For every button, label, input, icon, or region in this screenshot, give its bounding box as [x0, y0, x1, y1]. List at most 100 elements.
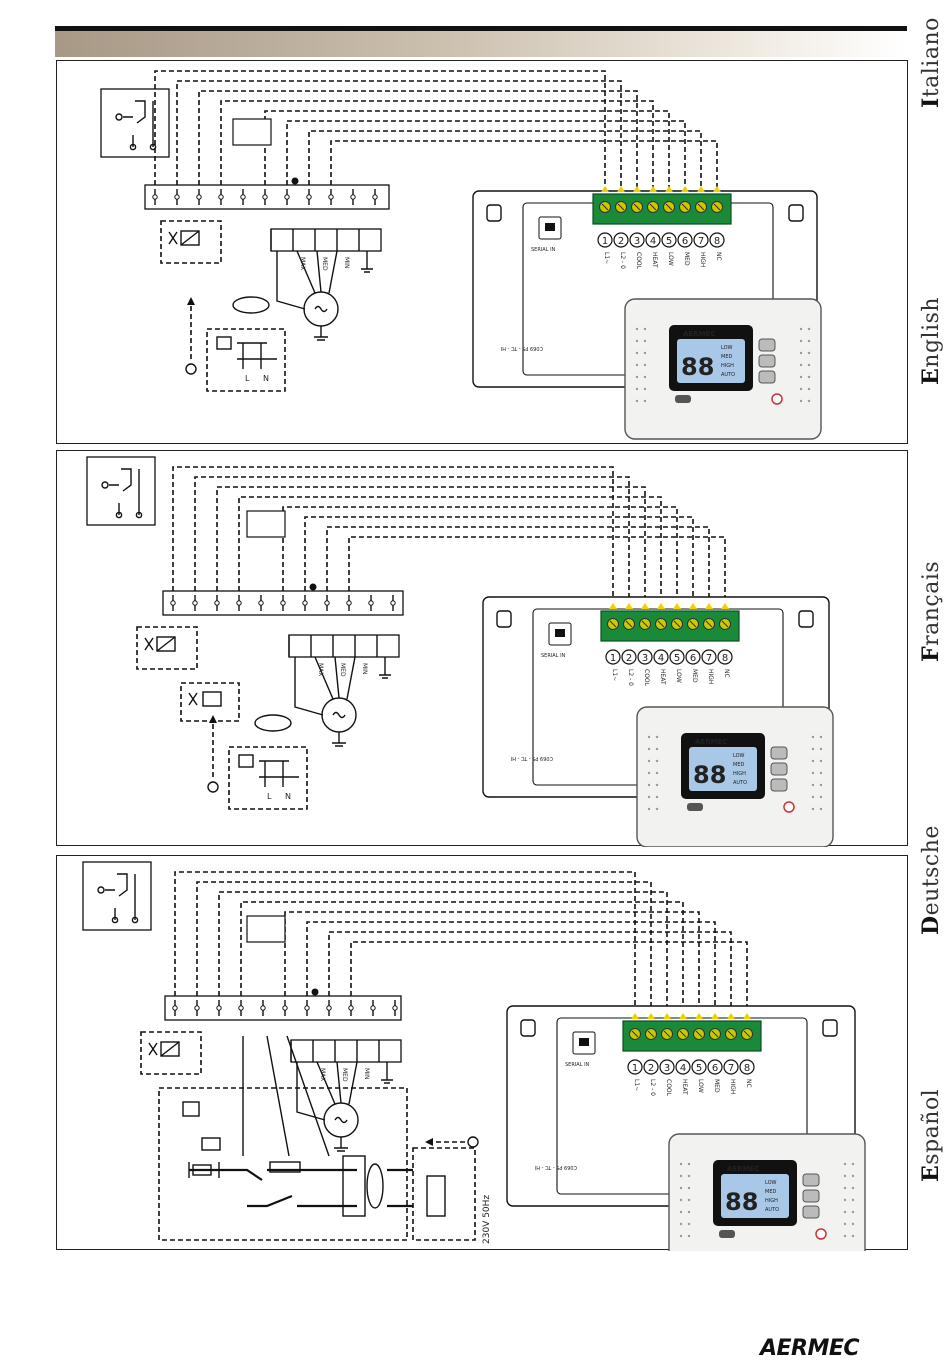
control-wire — [194, 476, 630, 609]
control-wire — [174, 871, 636, 1019]
lcd-mode-label: MED — [765, 1189, 776, 1195]
terminal-label: NC — [723, 669, 730, 678]
terminal-number: 2 — [648, 1063, 654, 1074]
power-button-icon — [815, 1228, 827, 1240]
valve-box-2 — [180, 682, 240, 722]
terminal-number: 4 — [650, 236, 656, 247]
control-wire — [218, 891, 668, 1019]
control-wire — [284, 911, 700, 1019]
switch-contact-icon — [97, 886, 105, 894]
terminal-label: MED — [683, 252, 690, 266]
switch-lever-icon — [123, 100, 154, 147]
terminal-number: 3 — [664, 1063, 670, 1074]
switch-lever-icon — [109, 468, 140, 515]
lcd-digits: 88 — [681, 353, 714, 381]
terminal-arrow-icon — [727, 1013, 735, 1019]
terminal-label: L1~ — [633, 1079, 640, 1091]
lcd-mode-label: HIGH — [765, 1198, 778, 1204]
line-label: L — [267, 792, 272, 801]
terminal-arrow-icon — [721, 603, 729, 609]
controller-brand: AERMEC — [683, 330, 715, 338]
connector-label: SERIAL IN — [541, 653, 566, 659]
earth-icon — [185, 363, 197, 375]
terminal-number-circle — [627, 1059, 643, 1075]
fan-speed-label: MED — [321, 257, 328, 271]
terminal-number: 8 — [744, 1063, 750, 1074]
control-wire — [196, 881, 652, 1019]
supply-label: 230V 50Hz — [482, 1195, 492, 1244]
control-wire — [328, 931, 732, 1019]
cable-bundle-icon — [232, 296, 270, 314]
terminal-number: 6 — [690, 653, 696, 664]
terminal-label: HIGH — [707, 669, 714, 684]
control-wire — [330, 140, 718, 192]
terminal-number-circle — [739, 1059, 755, 1075]
screw-hole-icon — [486, 204, 502, 222]
terminal-arrow-icon — [617, 186, 625, 192]
lcd-mode-label: LOW — [765, 1180, 777, 1186]
neutral-label: N — [285, 792, 291, 801]
terminal-label: L2 - 0 — [627, 669, 634, 686]
earth-icon — [467, 1136, 479, 1148]
part-code: C069 PS - TC - HI — [501, 345, 543, 351]
terminal-label: MED — [691, 669, 698, 683]
terminal-number: 6 — [712, 1063, 718, 1074]
terminal-block — [600, 610, 740, 642]
terminal-number: 7 — [706, 653, 712, 664]
terminal-number-circle — [629, 232, 645, 248]
valve-box — [140, 1031, 202, 1075]
screw-hole-icon — [798, 610, 814, 628]
terminal-number-circle — [709, 232, 725, 248]
terminal-label: LOW — [667, 252, 674, 266]
screw-hole-icon — [520, 1019, 536, 1037]
control-wire — [220, 100, 654, 192]
part-code: C069 PS - TC - HI — [535, 1164, 577, 1170]
terminal-number: 8 — [722, 653, 728, 664]
terminal-number: 7 — [728, 1063, 734, 1074]
control-wire — [326, 526, 710, 609]
terminal-arrow-icon — [663, 1013, 671, 1019]
relay-box — [232, 118, 272, 146]
part-code: C069 PS - TC - HI — [511, 755, 553, 761]
terminal-label: COOL — [635, 252, 642, 270]
controller-button — [770, 746, 788, 760]
ground-icon — [334, 1137, 348, 1152]
controller-button — [802, 1205, 820, 1219]
lcd-mode-label: MED — [721, 354, 732, 360]
lcd-mode-label: AUTO — [733, 780, 747, 786]
terminal-label: COOL — [643, 669, 650, 687]
terminal-arrow-icon — [631, 1013, 639, 1019]
terminal-number: 3 — [642, 653, 648, 664]
controller-button — [770, 778, 788, 792]
terminal-number-circle — [643, 1059, 659, 1075]
terminal-number: 2 — [618, 236, 624, 247]
terminal-number: 4 — [658, 653, 664, 664]
terminal-number-circle — [661, 232, 677, 248]
control-wire — [198, 90, 638, 192]
control-wire — [350, 941, 748, 1019]
connector-label: SERIAL IN — [565, 1062, 590, 1068]
terminal-number-circle — [675, 1059, 691, 1075]
terminal-label: NC — [745, 1079, 752, 1088]
control-wire — [304, 516, 694, 609]
earth-icon — [207, 781, 219, 793]
terminal-label: L1~ — [611, 669, 618, 681]
terminal-number-circle — [693, 232, 709, 248]
terminal-arrow-icon — [601, 186, 609, 192]
terminal-number-circle — [613, 232, 629, 248]
terminal-arrow-icon — [673, 603, 681, 609]
terminal-arrow-icon — [641, 603, 649, 609]
screw-hole-icon — [788, 204, 804, 222]
controller-button — [802, 1189, 820, 1203]
lcd-screen — [721, 1174, 789, 1218]
terminal-number: 1 — [602, 236, 608, 247]
junction-dot — [291, 177, 299, 185]
terminal-number: 7 — [698, 236, 704, 247]
terminal-number: 5 — [674, 653, 680, 664]
connector-label: SERIAL IN — [531, 247, 556, 253]
controller-button — [758, 338, 776, 352]
terminal-arrow-icon — [649, 186, 657, 192]
switch-contact-icon — [101, 481, 109, 489]
